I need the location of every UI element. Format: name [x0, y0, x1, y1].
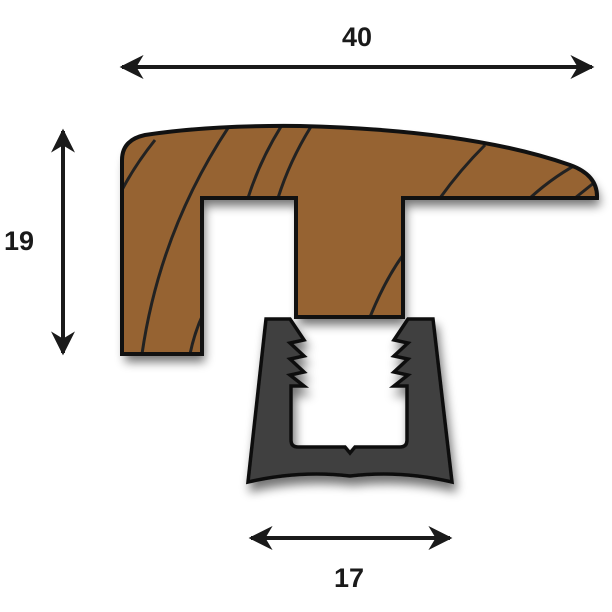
wood-profile	[122, 125, 598, 354]
clip-width-label: 17	[334, 563, 364, 593]
width-label: 40	[342, 22, 372, 52]
wood-grain	[122, 125, 596, 354]
wood-outline	[120, 123, 600, 356]
rubber-clip	[245, 317, 455, 485]
height-label: 19	[4, 226, 34, 256]
